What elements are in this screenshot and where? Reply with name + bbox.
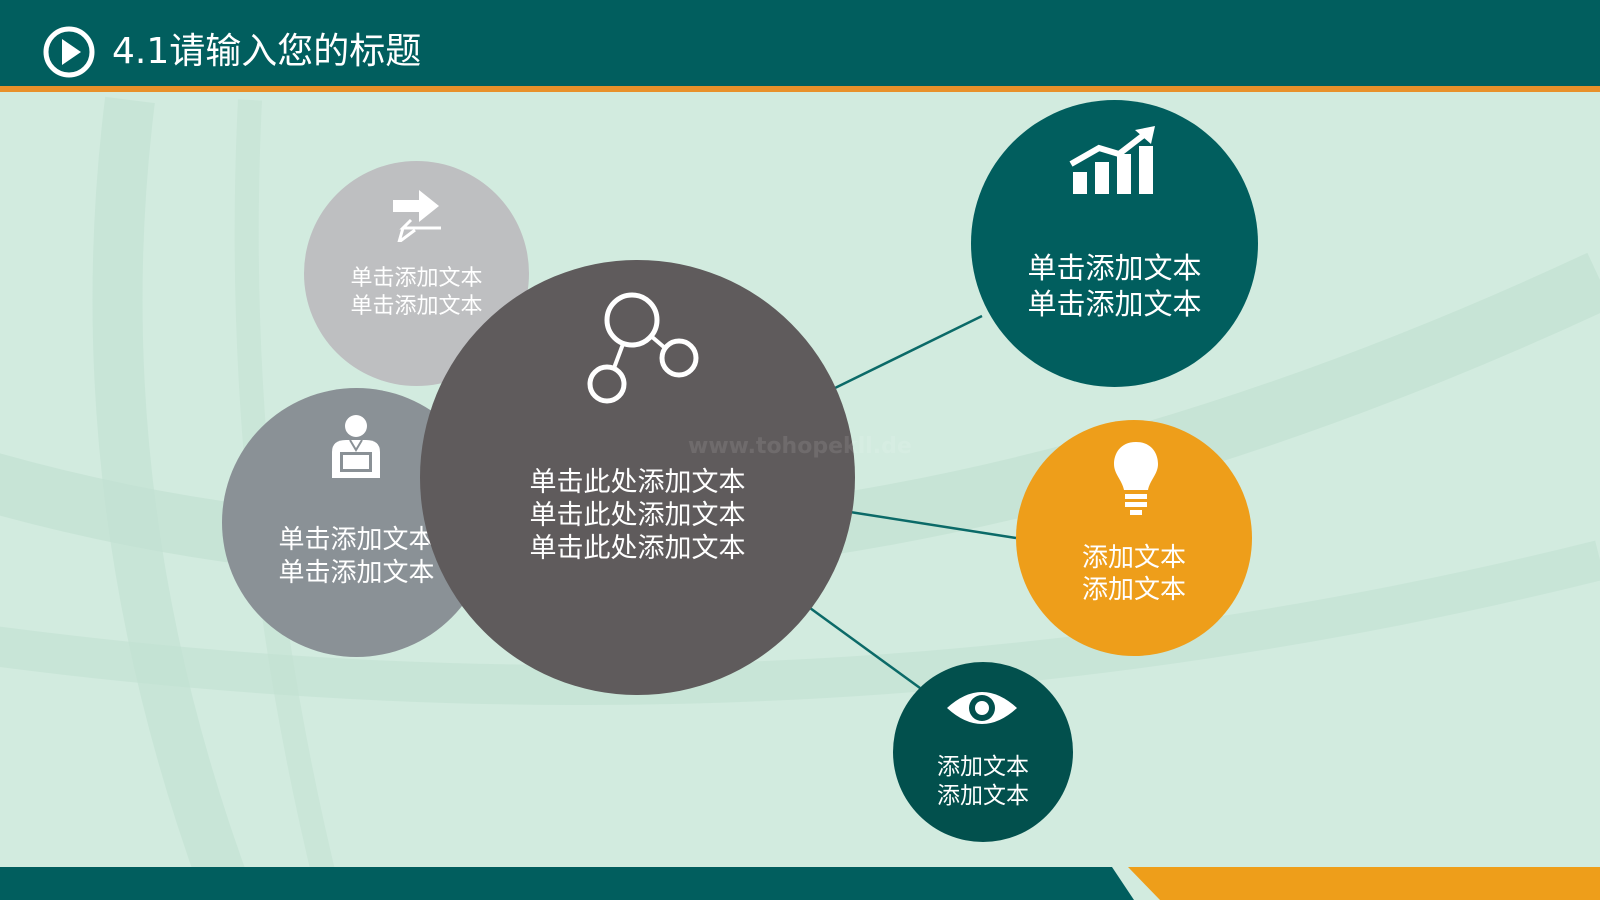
circle-mid-right[interactable]: 添加文本 添加文本 — [1016, 420, 1252, 656]
circle-mid-right-line-1: 添加文本 — [1081, 543, 1186, 573]
circle-top-left-line-2: 单击添加文本 — [350, 294, 483, 319]
circle-top-left-line-1: 单击添加文本 — [350, 266, 483, 291]
circle-center-line-2: 单击此处添加文本 — [529, 500, 746, 531]
eye-icon — [947, 692, 1017, 724]
person-laptop-icon — [332, 415, 380, 478]
circle-top-left[interactable]: 单击添加文本 单击添加文本 — [304, 161, 529, 386]
circle-mid-right-line-2: 添加文本 — [1081, 575, 1186, 605]
footer-bar — [0, 867, 1600, 900]
circle-bottom-right-line-2: 添加文本 — [937, 783, 1029, 809]
watermark: www.tohopekll.de — [688, 434, 912, 459]
circle-bottom-right-line-1: 添加文本 — [937, 754, 1029, 780]
circle-top-right[interactable]: 单击添加文本 单击添加文本 — [971, 100, 1258, 387]
circle-top-right-line-2: 单击添加文本 — [1027, 287, 1202, 321]
circle-center-line-1: 单击此处添加文本 — [529, 467, 746, 498]
growth-chart-icon — [1069, 126, 1155, 194]
header-bar — [0, 0, 1600, 86]
page-title: 4.1请输入您的标题 — [112, 31, 422, 72]
header-accent-line — [0, 86, 1600, 92]
circle-center-line-3: 单击此处添加文本 — [529, 533, 746, 564]
circle-center[interactable]: 单击此处添加文本 单击此处添加文本 单击此处添加文本 — [420, 260, 855, 695]
play-circle-icon — [43, 26, 95, 78]
circle-top-right-line-1: 单击添加文本 — [1027, 251, 1202, 285]
lightbulb-icon — [1114, 442, 1158, 515]
circle-mid-left-line-2: 单击添加文本 — [278, 558, 435, 588]
transfer-arrows-icon — [393, 190, 441, 242]
share-nodes-icon — [587, 292, 699, 404]
circle-bottom-right[interactable]: 添加文本 添加文本 — [893, 662, 1073, 842]
circle-mid-left-line-1: 单击添加文本 — [278, 525, 435, 555]
